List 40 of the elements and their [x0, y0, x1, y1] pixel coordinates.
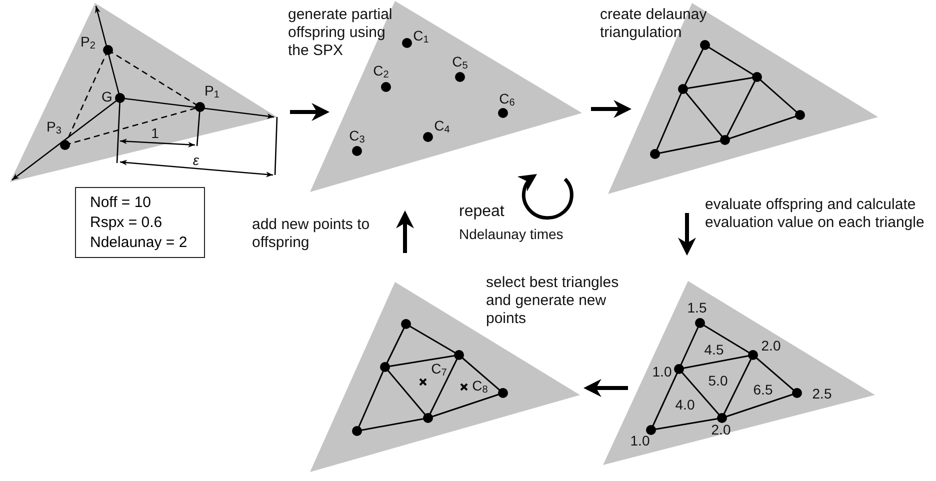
value-label: 4.5: [704, 342, 724, 358]
arrow: [591, 100, 632, 118]
value-label: 1.0: [630, 434, 650, 448]
point-label: G: [102, 90, 112, 104]
step-label: add new points to offspring: [252, 216, 371, 252]
arrow: [396, 210, 414, 253]
point-label: P$_{2}$: [80, 34, 96, 54]
point-label: C$_{8}$: [472, 378, 488, 398]
value-label: 1.0: [652, 364, 672, 380]
point-label: C$_{1}$: [413, 28, 429, 48]
arrow: [678, 213, 696, 256]
arrow: [583, 379, 628, 397]
arrow: [290, 103, 330, 121]
value-label: 2.0: [761, 338, 781, 354]
step-label: create delaunay triangulation: [600, 6, 708, 42]
dimension-label: 1: [151, 125, 159, 141]
parameter-text: Ndelaunay = 2: [90, 234, 188, 252]
value-label: 2.0: [711, 422, 731, 438]
point-label: C$_{2}$: [373, 64, 389, 82]
note-text: repeat: [459, 203, 504, 221]
parameter-text: Noff = 10: [90, 194, 152, 212]
note-text: Ndelaunay times: [459, 226, 564, 242]
point-label: C$_{5}$: [452, 54, 468, 74]
point-label: C$_{3}$: [349, 128, 365, 148]
parameter-text: Rspx = 0.6: [90, 214, 162, 232]
point-label: P$_{1}$: [204, 84, 220, 102]
value-label: 5.0: [708, 374, 728, 388]
point-label: C$_{4}$: [434, 118, 450, 138]
value-label: 1.5: [687, 300, 707, 316]
step-label: evaluate offspring and calculate evaluation value on each triangle: [705, 196, 926, 232]
step-label: select best triangles and generate new points: [486, 274, 620, 328]
point-label: P$_{3}$: [46, 120, 62, 138]
point-label: C$_{6}$: [499, 92, 515, 110]
value-label: 2.5: [812, 386, 832, 402]
value-label: 4.0: [675, 398, 695, 412]
dimension-label: ε: [192, 152, 200, 168]
step-label: generate partial offspring using the SPX: [288, 6, 394, 60]
point-label: C$_{7}$: [431, 362, 447, 380]
value-label: 6.5: [753, 382, 773, 398]
parameter-box: [75, 187, 205, 258]
